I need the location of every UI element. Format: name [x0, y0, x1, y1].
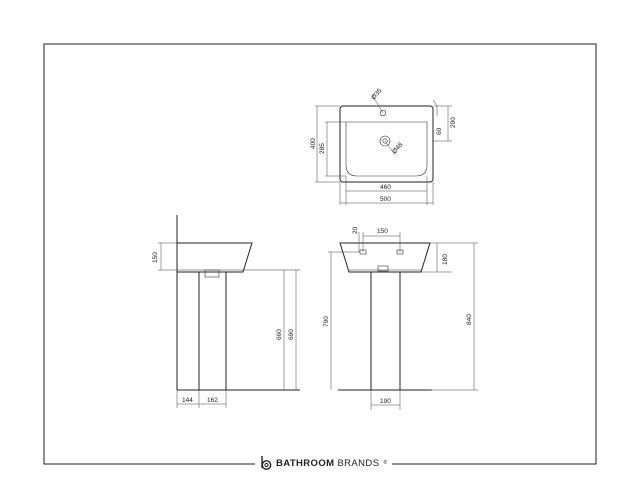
- plan-waste-inner: [382, 138, 388, 144]
- side-basin-profile: [177, 242, 253, 273]
- brand-registered-mark: ®: [383, 460, 388, 466]
- side-pedestal-outline: [198, 272, 227, 390]
- front-dim-840: 840: [466, 314, 473, 325]
- front-basin-outline: [339, 242, 431, 273]
- side-dim-150: 150: [152, 252, 159, 263]
- front-dim-180: 180: [442, 254, 449, 265]
- plan-waste-dia-label: Ø48: [391, 141, 405, 155]
- plan-dim-500: 500: [380, 196, 391, 203]
- front-view: 150 20 790 180 840 190: [323, 226, 478, 410]
- side-dim-162: 162: [207, 397, 218, 404]
- front-pedestal-outline: [370, 272, 401, 390]
- plan-view: Ø35 Ø48 400 285 200 60 460 500: [310, 87, 457, 205]
- plan-dim-285: 285: [319, 143, 326, 154]
- plan-dim-200: 200: [450, 117, 457, 128]
- plan-tap-dia-label: Ø35: [370, 87, 384, 101]
- side-view: 150 660 690 144 162: [152, 215, 300, 408]
- plan-waste-outer: [379, 135, 391, 147]
- plan-basin-outline: [339, 105, 434, 183]
- bathroombrands-b-logo-icon: [261, 456, 272, 470]
- plan-dim-400: 400: [310, 138, 317, 149]
- front-waste: [377, 265, 389, 272]
- plan-tap-leader: [371, 94, 384, 114]
- side-dim-144: 144: [182, 397, 193, 404]
- side-dim-660: 660: [276, 329, 283, 340]
- front-dim-20: 20: [352, 226, 359, 234]
- plan-tap-hole: [379, 109, 387, 117]
- brand-name-bold: BATHROOM: [276, 457, 335, 469]
- plan-bowl-outline: [345, 121, 428, 177]
- front-dim-150: 150: [377, 228, 388, 235]
- front-dim-190: 190: [380, 398, 391, 405]
- plan-waste-leader: [384, 140, 396, 156]
- side-dim-690: 690: [288, 329, 295, 340]
- plan-dim-460: 460: [380, 184, 391, 191]
- front-dim-790: 790: [323, 316, 330, 327]
- plan-dim-60: 60: [436, 127, 443, 135]
- drawing-frame: [43, 43, 597, 465]
- side-waste-trap: [204, 269, 220, 278]
- brand-name-light: BRANDS: [337, 457, 380, 469]
